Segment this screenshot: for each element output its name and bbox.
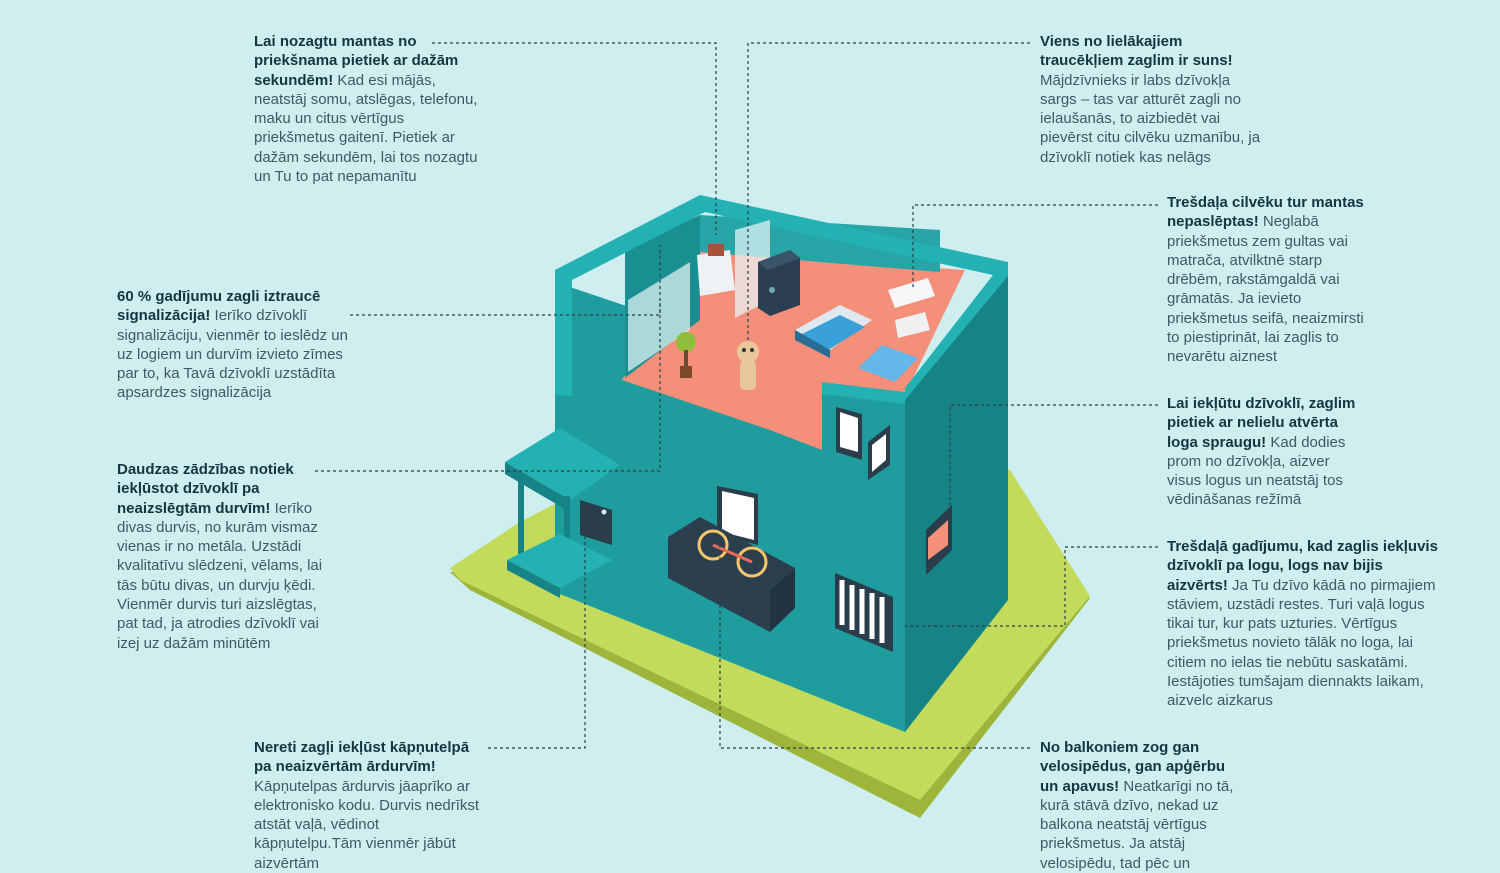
- tip-heading: Daudzas zādzības notiek iekļūstot dzīvok…: [117, 461, 294, 517]
- tip-doors: Daudzas zādzības notiek iekļūstot dzīvok…: [117, 460, 339, 653]
- leader-lines: [315, 42, 1158, 749]
- tip-entryway: Lai nozagtu mantas no priekšnama pietiek…: [254, 32, 484, 186]
- tip-stairwell: Nereti zagļi iekļūst kāpņutelpā pa neaiz…: [254, 738, 486, 873]
- tip-body: Mājdzīvnieks ir labs dzīvokļa sargs – ta…: [1040, 71, 1261, 166]
- furniture: [676, 244, 935, 390]
- tip-body: Ierīko dzīvoklī signalizāciju, vienmēr t…: [117, 307, 348, 402]
- tip-body: Kāpņutelpas ārdurvis jāaprīko ar elektro…: [254, 777, 480, 872]
- tip-balcony: No balkoniem zog gan velosipēdus, gan ap…: [1040, 738, 1245, 873]
- tip-body: Ja Tu dzīvo kādā no pirmajiem stāviem, u…: [1167, 576, 1436, 710]
- tip-body: Neglabā priekšmetus zem gultas vai matra…: [1167, 213, 1364, 366]
- tip-heading: Lai nozagtu mantas no priekšnama pietiek…: [254, 33, 459, 89]
- tip-heading: Lai iekļūtu dzīvoklī, zaglim pietiek ar …: [1167, 395, 1356, 451]
- tip-heading: Trešdaļa cilvēku tur mantas nepaslēptas!: [1167, 194, 1364, 231]
- tip-body: Kad dodies prom no dzīvokļa, aizver visu…: [1167, 433, 1346, 509]
- tip-heading: No balkoniem zog gan velosipēdus, gan ap…: [1040, 739, 1226, 795]
- tip-alarm: 60 % gadījumu zagli iztraucē signalizāci…: [117, 287, 367, 403]
- tip-heading: Nereti zagļi iekļūst kāpņutelpā pa neaiz…: [254, 739, 470, 776]
- tip-heading: Viens no lielākajiem traucēkļiem zaglim …: [1040, 33, 1233, 70]
- tip-window-gap: Lai iekļūtu dzīvoklī, zaglim pietiek ar …: [1167, 394, 1362, 510]
- tip-dog: Viens no lielākajiem traucēkļiem zaglim …: [1040, 32, 1265, 167]
- house: [555, 195, 1008, 732]
- tip-body: Neatkarīgi no tā, kurā stāvā dzīvo, neka…: [1040, 777, 1234, 872]
- tip-heading: Trešdaļā gadījumu, kad zaglis iekļuvis d…: [1167, 538, 1438, 594]
- tip-body: Ierīko divas durvis, no kurām vismaz vie…: [117, 499, 323, 652]
- tip-hidden-items: Trešdaļa cilvēku tur mantas nepaslēptas!…: [1167, 193, 1372, 367]
- openings: [505, 407, 952, 652]
- tip-open-window: Trešdaļā gadījumu, kad zaglis iekļuvis d…: [1167, 537, 1442, 711]
- tip-heading: 60 % gadījumu zagli iztraucē signalizāci…: [117, 288, 321, 325]
- tip-body: Kad esi mājās, neatstāj somu, atslēgas, …: [254, 71, 478, 186]
